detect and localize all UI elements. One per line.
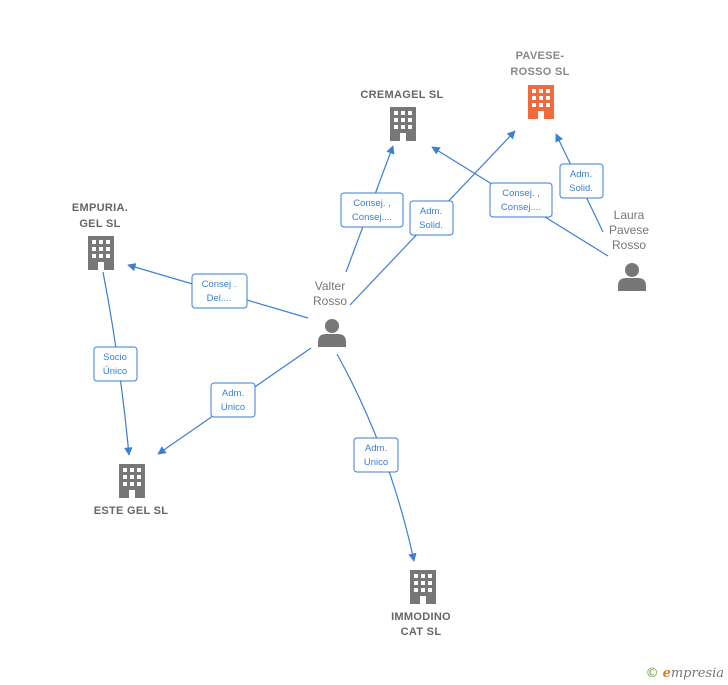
- empresia-logo: ©empresia: [646, 666, 724, 681]
- edge-label-line: Adm.: [570, 169, 592, 180]
- edge-label-valter-pavese[interactable]: Adm. Solid.: [409, 200, 454, 236]
- company-label: EMPURIA.: [72, 202, 128, 214]
- edge-label-valter-este[interactable]: Adm. Unico: [210, 382, 256, 418]
- edge-label-line: Solid.: [419, 220, 443, 231]
- building-icon: [410, 570, 436, 604]
- edge-label-laura-pavese[interactable]: Adm. Solid.: [559, 163, 604, 199]
- edge-label-line: Socio: [103, 352, 127, 363]
- building-icon: [390, 107, 416, 141]
- company-node-empuria[interactable]: EMPURIA. GEL SL: [72, 202, 128, 270]
- edge-label-line: Consej. ,: [502, 188, 540, 199]
- company-label: ESTE GEL SL: [94, 505, 169, 517]
- person-label: Pavese: [609, 223, 649, 237]
- edge-label-laura-cremagel[interactable]: Consej. , Consej....: [489, 182, 553, 218]
- edge-label-line: Adm.: [222, 388, 244, 399]
- company-label: ROSSO SL: [510, 66, 569, 78]
- person-label: Valter: [315, 279, 345, 293]
- person-label: Laura: [614, 208, 645, 222]
- edge-label-line: Único: [103, 366, 127, 377]
- person-icon: [318, 319, 346, 347]
- edge-label-line: Adm.: [365, 443, 387, 454]
- company-label: CAT SL: [401, 626, 442, 638]
- company-node-pavese[interactable]: PAVESE- ROSSO SL: [510, 50, 569, 119]
- edge-label-valter-empuria[interactable]: Consej . Del....: [191, 273, 248, 309]
- edge-label-line: Unico: [364, 457, 388, 468]
- edge-label-line: Consej .: [202, 279, 237, 290]
- person-node-valter[interactable]: Valter Rosso: [313, 279, 347, 347]
- edge-label-line: Solid.: [569, 183, 593, 194]
- company-node-este[interactable]: ESTE GEL SL: [94, 464, 169, 517]
- copyright-symbol: ©: [645, 666, 659, 681]
- brand-name: mpresia: [670, 666, 724, 681]
- edge-label-line: Adm.: [420, 206, 442, 217]
- company-label: PAVESE-: [516, 50, 565, 62]
- company-label: IMMODINO: [391, 611, 451, 623]
- edge-label-line: Consej. ,: [353, 198, 391, 209]
- company-label: CREMAGEL SL: [360, 89, 443, 101]
- person-icon: [618, 263, 646, 291]
- building-icon: [119, 464, 145, 498]
- building-icon-highlight: [528, 85, 554, 119]
- company-label: GEL SL: [79, 218, 120, 230]
- company-node-immodino[interactable]: IMMODINO CAT SL: [391, 570, 451, 638]
- edge-label-line: Unico: [221, 402, 245, 413]
- company-node-cremagel[interactable]: CREMAGEL SL: [360, 89, 443, 141]
- building-icon: [88, 236, 114, 270]
- edge-label-line: Del....: [207, 293, 232, 304]
- person-node-laura[interactable]: Laura Pavese Rosso: [609, 208, 649, 291]
- person-label: Rosso: [612, 238, 646, 252]
- person-label: Rosso: [313, 294, 347, 308]
- edge-label-empuria-este[interactable]: Socio Único: [93, 346, 138, 382]
- edge-label-valter-immodino[interactable]: Adm. Unico: [353, 437, 399, 473]
- edge-label-line: Consej....: [501, 202, 541, 213]
- edge-label-valter-cremagel[interactable]: Consej. , Consej....: [340, 192, 404, 228]
- edge-label-line: Consej....: [352, 212, 392, 223]
- brand-initial: e: [662, 666, 671, 681]
